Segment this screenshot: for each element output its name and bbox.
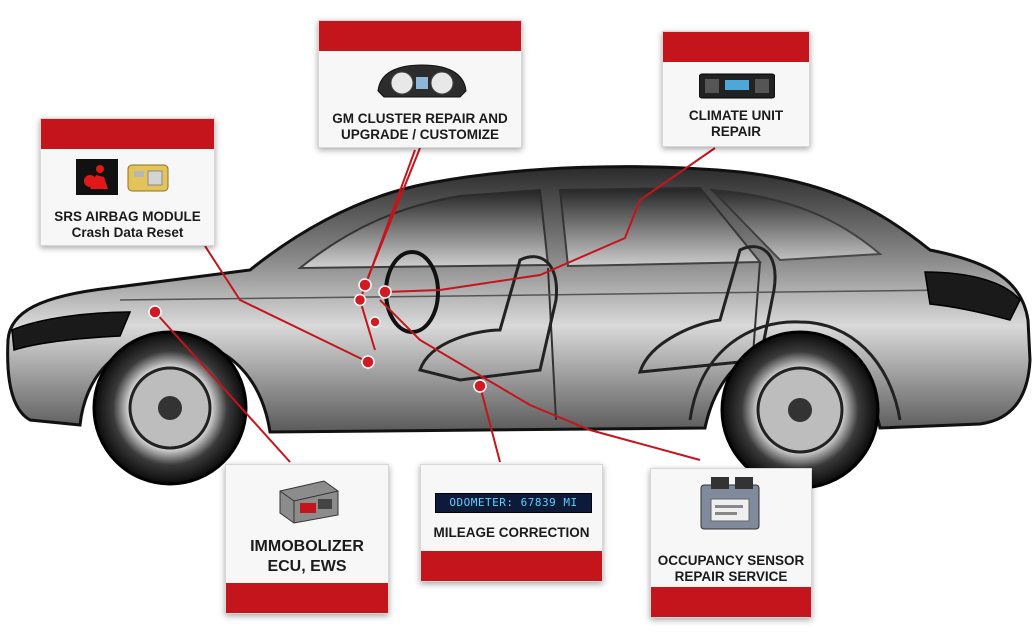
card-srs-subtitle: Crash Data Reset (71, 225, 184, 240)
marker-occupancy (369, 316, 381, 328)
marker-immobilizer (148, 305, 162, 319)
card-accent-band (226, 583, 388, 613)
instrument-cluster-icon (377, 64, 467, 98)
card-immobilizer-label: IMMOBOLIZER ECU, EWS (226, 537, 388, 577)
odometer-display: ODOMETER: 67839 MI (435, 493, 592, 513)
card-cluster-title: GM CLUSTER REPAIR AND (332, 111, 508, 126)
odometer-label: ODOMETER: (449, 496, 514, 509)
card-srs-title: SRS AIRBAG MODULE (54, 209, 201, 224)
location-markers (148, 278, 487, 393)
card-accent-band (421, 551, 602, 581)
occupancy-sensor-icon (700, 477, 760, 530)
card-accent-band (663, 32, 809, 62)
card-cluster-subtitle: UPGRADE / CUSTOMIZE (340, 127, 499, 142)
card-mileage-correction[interactable]: ODOMETER: 67839 MI MILEAGE CORRECTION (420, 464, 603, 582)
card-accent-band (41, 119, 214, 149)
airbag-warning-icon (76, 159, 169, 195)
front-wheel (92, 330, 248, 486)
card-immobilizer[interactable]: IMMOBOLIZER ECU, EWS (225, 464, 389, 614)
card-mileage-title: MILEAGE CORRECTION (433, 525, 590, 540)
card-climate-subtitle: REPAIR (710, 124, 761, 139)
card-occupancy-subtitle: REPAIR SERVICE (674, 569, 788, 584)
marker-cluster (358, 278, 372, 292)
climate-control-icon (699, 73, 775, 99)
card-accent-band (319, 21, 521, 51)
marker-srs (361, 355, 375, 369)
marker-mileage (473, 379, 487, 393)
odometer-value: 67839 (520, 496, 557, 509)
card-immobilizer-title: IMMOBOLIZER (250, 538, 364, 555)
card-srs-label: SRS AIRBAG MODULE Crash Data Reset (41, 209, 214, 241)
car-body (6, 165, 1032, 434)
card-occupancy-sensor[interactable]: OCCUPANCY SENSOR REPAIR SERVICE (650, 468, 812, 618)
card-climate-title: CLIMATE UNIT (688, 108, 784, 123)
marker-climate (378, 285, 392, 299)
card-climate-unit[interactable]: CLIMATE UNIT REPAIR (662, 31, 810, 147)
ecu-module-icon (279, 480, 339, 524)
card-occupancy-label: OCCUPANCY SENSOR REPAIR SERVICE (651, 553, 811, 585)
marker-cluster-2 (353, 293, 367, 307)
card-immobilizer-subtitle: ECU, EWS (267, 558, 347, 575)
card-accent-band (651, 587, 811, 617)
card-srs-airbag[interactable]: SRS AIRBAG MODULE Crash Data Reset (40, 118, 215, 246)
card-gm-cluster[interactable]: GM CLUSTER REPAIR AND UPGRADE / CUSTOMIZ… (318, 20, 522, 148)
card-occupancy-title: OCCUPANCY SENSOR (657, 553, 805, 568)
card-climate-label: CLIMATE UNIT REPAIR (663, 108, 809, 140)
card-mileage-label: MILEAGE CORRECTION (421, 525, 602, 541)
odometer-unit: MI (563, 496, 578, 509)
rear-wheel (720, 330, 880, 490)
card-cluster-label: GM CLUSTER REPAIR AND UPGRADE / CUSTOMIZ… (319, 111, 521, 143)
